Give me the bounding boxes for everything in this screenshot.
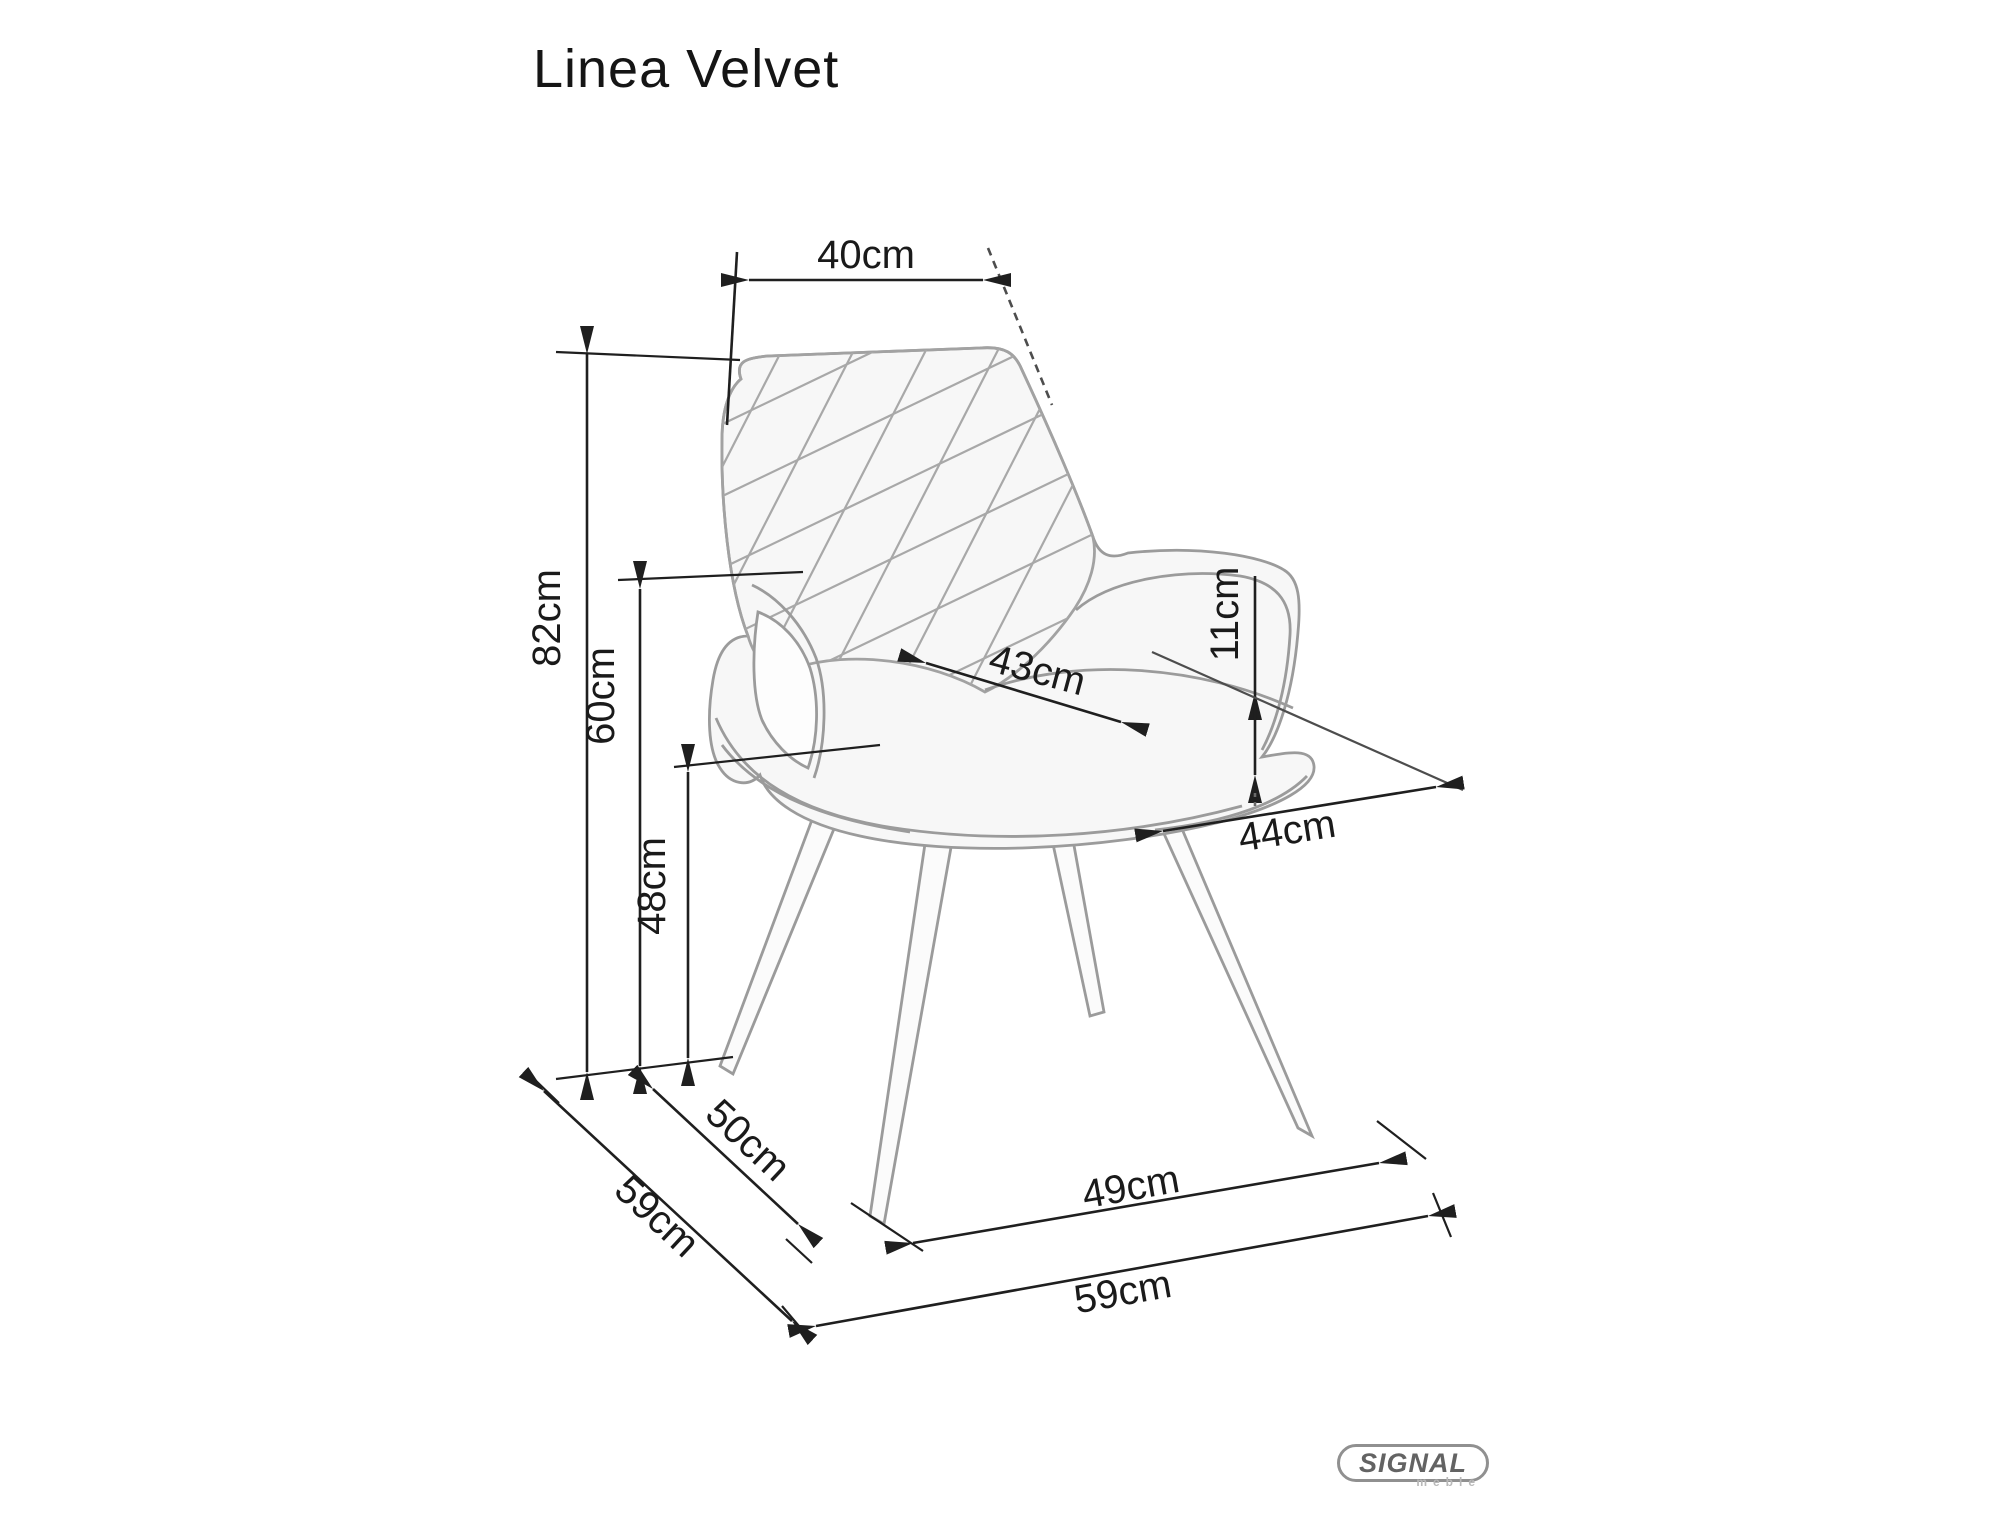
tick-right <box>1376 1120 1427 1160</box>
tick-corner <box>781 1305 810 1339</box>
tick-bottom <box>785 1238 813 1264</box>
label-width-overall: 59cm <box>1071 1262 1175 1322</box>
label-depth-overall: 59cm <box>606 1167 708 1266</box>
tick-top <box>617 570 804 582</box>
arrow-43cm <box>897 648 1150 737</box>
chair-legs <box>718 788 1315 1227</box>
dimension-total-height <box>555 326 741 1100</box>
seat-front-piping-2 <box>720 744 911 834</box>
label-leg-span-front: 49cm <box>1079 1157 1183 1217</box>
brand-subtitle: meble <box>1416 1475 1481 1489</box>
label-seat-height: 48cm <box>630 837 674 935</box>
label-total-height: 82cm <box>525 569 569 667</box>
left-armrest-seam <box>751 583 826 779</box>
tick-right <box>1431 1192 1453 1238</box>
tick-top <box>673 743 881 769</box>
seat-extension-line <box>1151 650 1464 792</box>
label-back-width: 40cm <box>817 233 915 277</box>
chair-leg-front-center <box>868 806 960 1227</box>
dimension-layer <box>518 247 1465 1346</box>
label-armrest-height: 60cm <box>579 647 623 745</box>
arrow-59cm-side <box>518 1066 818 1346</box>
left-armrest-armhole <box>752 610 818 770</box>
label-leg-span-side: 50cm <box>697 1091 799 1190</box>
tick-top <box>555 350 741 362</box>
brand-logo: SIGNAL meble <box>1337 1444 1495 1496</box>
chair-sketch <box>708 346 1316 1227</box>
ground-line <box>555 1055 734 1081</box>
arrow-59cm-front <box>787 1204 1457 1338</box>
page-title: Linea Velvet <box>533 39 840 99</box>
chair-leg-front-left <box>718 788 853 1077</box>
brand-name: SIGNAL <box>1358 1447 1467 1478</box>
dimension-seat-height <box>673 743 881 1086</box>
dimension-width-overall <box>787 1192 1457 1338</box>
label-seat-side-height: 11cm <box>1203 567 1247 662</box>
tick-top <box>531 1076 560 1104</box>
arrow-44cm <box>1134 775 1465 843</box>
dimension-back-width <box>721 247 1054 426</box>
brand-logo-frame: SIGNAL <box>1337 1444 1489 1482</box>
right-armrest-seam <box>1075 572 1292 751</box>
dimension-armrest-height <box>617 561 804 1094</box>
